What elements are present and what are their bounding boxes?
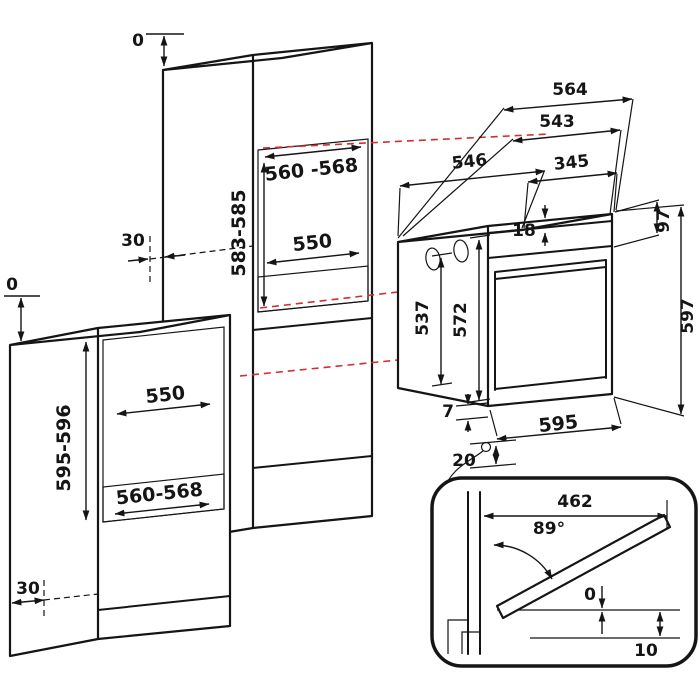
dim-label-oven-gap-bottom: 20: [452, 451, 476, 471]
dim-arrow: [266, 250, 360, 266]
inset-corner-detail: [447, 619, 480, 654]
dim-label-door-width: 462: [557, 492, 593, 512]
dim-oven-gap-bottom: 20: [452, 439, 517, 471]
dim-label-base-niche-height: 595-596: [53, 404, 75, 491]
tall-niche-floor: [257, 265, 369, 313]
dim-arrow: [399, 168, 546, 189]
dim-tall-rear-gap: 30: [121, 231, 186, 264]
dim-oven-height-mid: 572: [451, 234, 491, 403]
dim-label-oven-width: 595: [537, 411, 579, 437]
dim-base-niche-height: 595-596: [53, 341, 90, 521]
dim-arrow: [503, 96, 633, 113]
dim-arrow: [11, 597, 45, 606]
oven-body: [396, 212, 614, 408]
oven-front-details: [487, 220, 613, 391]
dim-base-niche-depth: 550: [116, 382, 211, 417]
dim-label-oven-knob: 18: [512, 221, 536, 241]
inset-open-door: [495, 513, 672, 620]
dim-label-tall-niche-height: 583-585: [228, 189, 250, 276]
dim-label-base-niche-depth: 550: [144, 382, 186, 408]
dim-door-gap-bottom: 10: [634, 611, 664, 661]
dim-tall-top-gap: 0: [132, 31, 184, 67]
dim-label-oven-height-total: 597: [678, 298, 698, 334]
door-detail-inset: 462 89° 0 10: [430, 476, 698, 668]
dim-extension: [431, 252, 453, 387]
inset-cabinet-front-lines: [467, 491, 481, 655]
tall-rear-wall-dashed: [149, 236, 254, 282]
dim-oven-height-total: 597: [613, 204, 698, 417]
dim-tall-niche-height: 583-585: [228, 162, 268, 307]
oven: 564 543 546 345 18 97: [396, 80, 698, 493]
dim-label-oven-height-mid: 572: [451, 302, 471, 338]
dim-extension: [613, 199, 660, 248]
inset-angle-arc: [493, 541, 553, 580]
dim-label-door-gap-bottom: 10: [634, 641, 658, 661]
dim-label-door-angle: 89°: [533, 519, 565, 539]
detail-reference-circle: [480, 441, 492, 453]
dim-label-oven-height-left: 537: [413, 300, 433, 336]
dim-label-tall-rear-gap: 30: [121, 231, 145, 251]
dim-arrow: [114, 501, 210, 517]
tall-cabinet-divisions: [252, 317, 373, 469]
dim-tall-niche-depth: 550: [266, 230, 360, 266]
dim-label-oven-panel-height: 97: [654, 209, 674, 233]
projection-lines: [239, 133, 551, 377]
base-cabinet: 0 30 550 595-596 560-568: [4, 275, 232, 658]
dim-arrow: [116, 401, 211, 417]
dim-arrow: [164, 252, 186, 260]
dim-tick: [455, 402, 489, 421]
dim-oven-width: 595: [489, 397, 622, 442]
dim-label-oven-top-rear: 345: [553, 151, 590, 175]
dim-oven-depth-mid: 543: [402, 112, 622, 237]
dim-extension: [469, 234, 491, 403]
dim-oven-height-left: 537: [413, 252, 453, 387]
dim-door-width: 462: [483, 492, 668, 528]
dim-door-gap-zero: 0: [584, 585, 606, 634]
base-cabinet-plinth-line: [97, 595, 231, 611]
dim-oven-top-rear: 345: [523, 151, 618, 229]
dim-arrow: [512, 127, 621, 144]
inset-reference-lines: [497, 609, 680, 639]
dim-arrow: [527, 170, 618, 185]
dim-label-tall-top-gap: 0: [132, 31, 144, 51]
dim-label-oven-depth-total: 564: [552, 80, 588, 100]
dim-label-base-plinth-gap: 30: [16, 579, 40, 599]
dim-arrow: [496, 424, 622, 442]
dim-extension: [489, 397, 622, 437]
base-plinth-dashed: [43, 580, 99, 618]
dim-label-tall-niche-depth: 550: [291, 230, 333, 256]
dim-label-oven-depth-top: 546: [451, 150, 488, 174]
dim-label-oven-depth-mid: 543: [539, 112, 575, 132]
dim-arrow: [127, 256, 149, 264]
dim-label-base-top-gap: 0: [6, 275, 18, 295]
dim-tick: [469, 439, 517, 469]
dim-oven-knob: 18: [512, 205, 549, 246]
oven-knob-icon: [453, 239, 469, 263]
projection-dashed-lines: [239, 133, 551, 377]
dim-arrow: [264, 144, 362, 160]
dim-oven-gap-front: 7: [442, 394, 489, 432]
dim-base-top-gap: 0: [4, 275, 40, 342]
dim-extension: [613, 204, 685, 417]
dim-label-oven-gap-front: 7: [442, 402, 454, 422]
dim-label-door-gap-zero: 0: [584, 585, 596, 605]
dim-base-plinth-gap: 30: [11, 579, 45, 606]
